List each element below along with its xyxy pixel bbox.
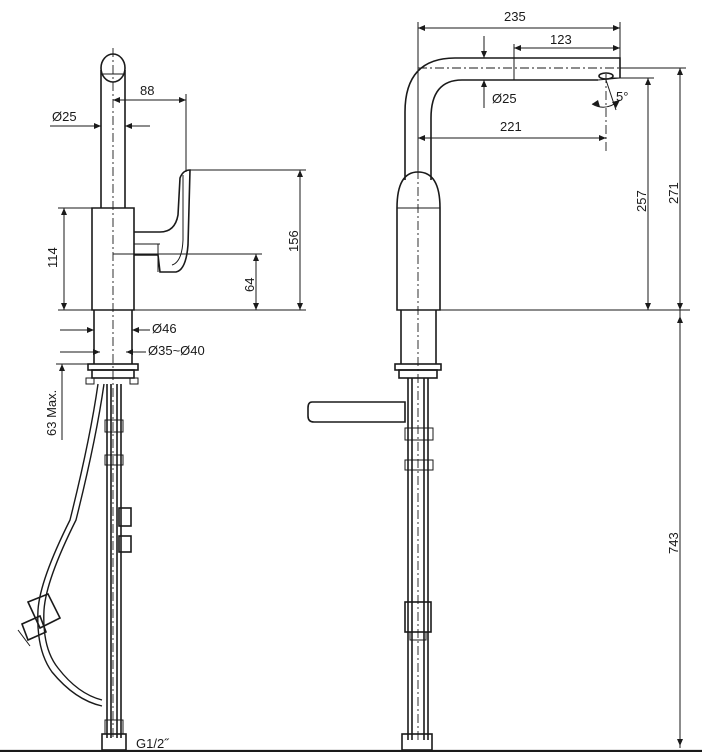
dim-hole-diameter: Ø35~Ø40 — [148, 343, 205, 358]
spray-head — [26, 592, 62, 630]
dim-reach-235: 235 — [504, 9, 526, 24]
dim-height-271: 271 — [666, 182, 681, 204]
right-view: 235 123 Ø25 221 5° 257 27 — [307, 9, 690, 751]
dim-reach-123: 123 — [550, 32, 572, 47]
dim-spout-diameter: Ø25 — [52, 109, 77, 124]
dim-handle-64: 64 — [242, 278, 257, 292]
pullout-hose — [37, 383, 103, 707]
handle-lever — [134, 169, 191, 273]
dim-angle-5: 5° — [616, 89, 628, 104]
spout-arc — [404, 57, 621, 180]
dim-counter-thickness: 63 Max. — [44, 390, 59, 436]
left-view: Ø25 88 114 156 64 Ø46 — [17, 48, 306, 751]
dim-reach-88: 88 — [140, 83, 154, 98]
dim-outlet-diameter: Ø25 — [492, 91, 517, 106]
faucet-body-front — [396, 171, 441, 311]
dim-handle-156: 156 — [286, 230, 301, 252]
dim-hose-743: 743 — [666, 532, 681, 554]
hose-clip — [118, 507, 132, 527]
dim-height-257: 257 — [634, 190, 649, 212]
dim-base-diameter: Ø46 — [152, 321, 177, 336]
dim-reach-221: 221 — [500, 119, 522, 134]
dim-body-114: 114 — [45, 247, 60, 268]
handle-lever-front — [307, 401, 406, 423]
dim-thread: G1/2˝ — [136, 736, 170, 751]
